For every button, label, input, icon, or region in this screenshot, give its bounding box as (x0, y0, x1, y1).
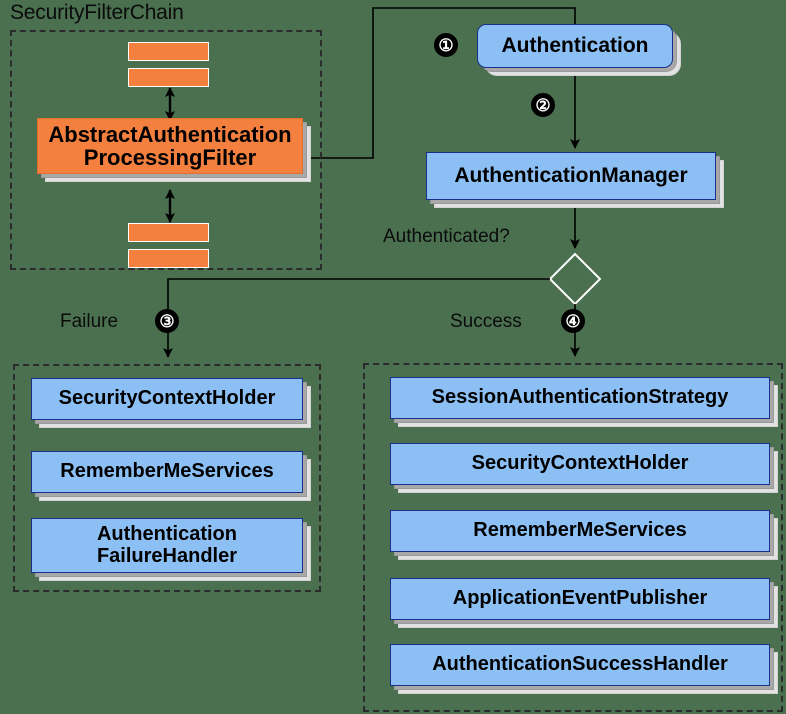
node-label: Authentication (477, 24, 673, 68)
node-success-session-authentication-strategy[interactable]: SessionAuthenticationStrategy (390, 377, 778, 427)
node-label-line-1: Authentication (96, 523, 237, 546)
node-label-line-1: AbstractAuthentication (48, 121, 292, 147)
node-success-remember-me-services[interactable]: RememberMeServices (390, 510, 778, 560)
label-failure: Failure (60, 311, 119, 332)
step-badge-2: ② (531, 93, 555, 117)
node-label: AuthenticationManager (426, 152, 716, 200)
step-badge-4: ④ (561, 309, 585, 333)
group-security-filter-chain (10, 30, 322, 270)
node-success-security-context-holder[interactable]: SecurityContextHolder (390, 443, 778, 493)
node-label: AuthenticationSuccessHandler (390, 644, 770, 686)
node-label: SecurityContextHolder (31, 378, 303, 420)
filter-bar-bottom-1 (128, 223, 209, 242)
step-badge-3: ③ (155, 309, 179, 333)
node-label: ApplicationEventPublisher (390, 578, 770, 620)
filter-bar-bottom-2 (128, 249, 209, 268)
label-authenticated-question: Authenticated? (383, 226, 510, 247)
node-label: RememberMeServices (31, 451, 303, 493)
node-label-line-2: FailureHandler (96, 544, 238, 567)
filter-bar-top-1 (128, 42, 209, 61)
node-abstract-authentication-processing-filter[interactable]: AbstractAuthentication ProcessingFilter (37, 118, 311, 182)
node-success-authentication-success-handler[interactable]: AuthenticationSuccessHandler (390, 644, 778, 694)
group-title-security-filter-chain: SecurityFilterChain (10, 1, 184, 24)
node-label: SecurityContextHolder (390, 443, 770, 485)
node-authentication[interactable]: Authentication (477, 24, 681, 76)
step-badge-1: ① (434, 33, 458, 57)
node-label-line-2: ProcessingFilter (83, 145, 257, 170)
node-authentication-manager[interactable]: AuthenticationManager (426, 152, 724, 208)
node-label: SessionAuthenticationStrategy (390, 377, 770, 419)
filter-bar-top-2 (128, 68, 209, 87)
node-label: RememberMeServices (390, 510, 770, 552)
node-success-application-event-publisher[interactable]: ApplicationEventPublisher (390, 578, 778, 628)
node-label: Authentication FailureHandler (31, 518, 303, 573)
label-success: Success (450, 311, 522, 332)
node-failure-remember-me-services[interactable]: RememberMeServices (31, 451, 311, 501)
node-failure-authentication-failure-handler[interactable]: Authentication FailureHandler (31, 518, 311, 581)
group-success-handlers (363, 363, 783, 712)
node-label: AbstractAuthentication ProcessingFilter (37, 118, 303, 174)
group-failure-handlers (13, 364, 321, 592)
node-failure-security-context-holder[interactable]: SecurityContextHolder (31, 378, 311, 428)
decision-diamond (548, 252, 602, 306)
